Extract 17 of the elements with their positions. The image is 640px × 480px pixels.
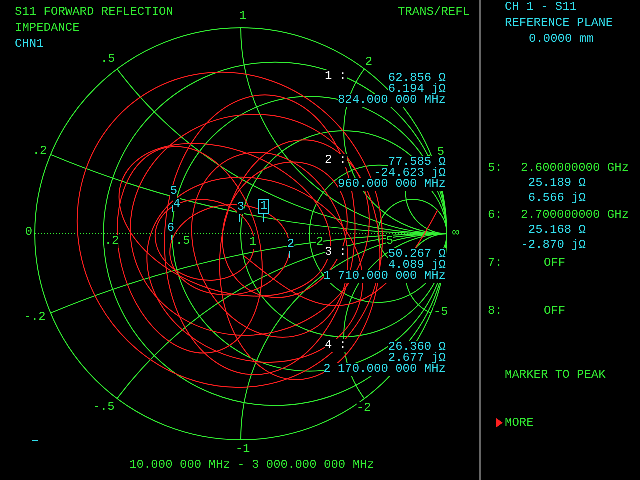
marker-frequency: 1 710.000 000 MHz bbox=[324, 270, 446, 283]
marker-number: 2 : bbox=[325, 154, 347, 167]
marker-number: 4 : bbox=[325, 339, 347, 352]
marker-number: 3 : bbox=[325, 246, 347, 259]
marker-frequency: 2 170.000 000 MHz bbox=[324, 363, 446, 376]
marker-label: 4 bbox=[173, 198, 181, 211]
active-marker-label: 1 bbox=[258, 199, 270, 214]
marker-value: -2.870 jΩ bbox=[521, 239, 586, 252]
scale-label: .2 bbox=[104, 235, 120, 248]
scale-label: 1 bbox=[249, 236, 257, 249]
marker-frequency: 960.000 000 MHz bbox=[338, 178, 446, 191]
marker-label: 5 bbox=[170, 185, 178, 198]
marker-value: 6.566 jΩ bbox=[528, 192, 586, 205]
marker-label: 2 bbox=[287, 238, 295, 251]
marker-label: 3 bbox=[237, 201, 245, 214]
marker-frequency: 824.000 000 MHz bbox=[338, 94, 446, 107]
marker-label: 6 bbox=[167, 222, 175, 235]
